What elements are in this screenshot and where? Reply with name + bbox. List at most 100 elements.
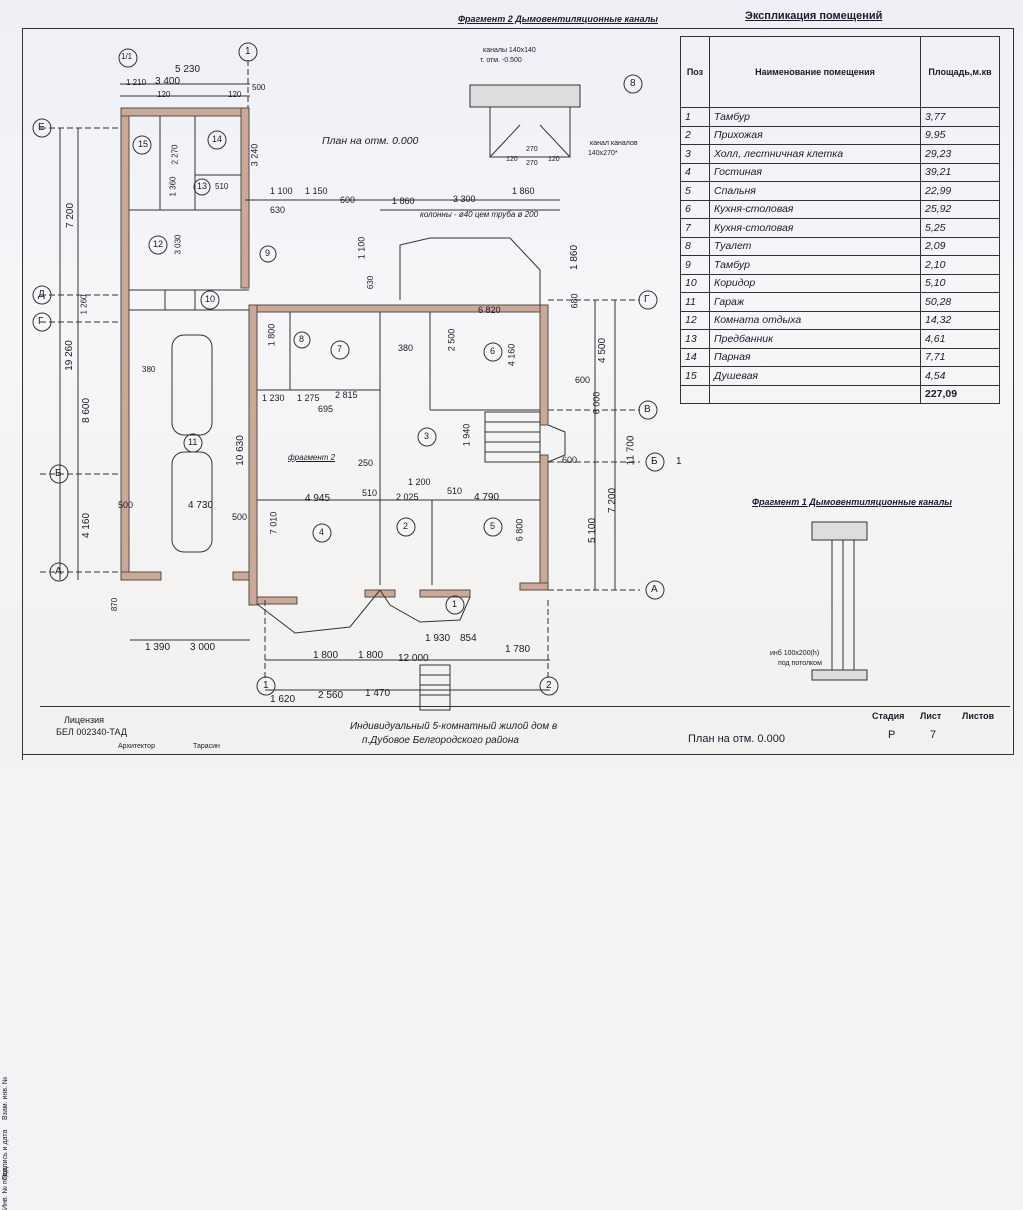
axis-label: 8: [630, 78, 636, 89]
wall: [519, 582, 549, 591]
explication-table: Поз Наименование помещения Площадь,м.кв …: [680, 36, 1000, 404]
dim: 120: [506, 156, 518, 163]
dim: 4 160: [81, 512, 93, 539]
fragment2-ref: фрагмент 2: [288, 453, 336, 462]
row-area: 2,10: [920, 255, 1000, 275]
dim: 500: [232, 512, 248, 522]
dim: 854: [460, 633, 477, 644]
dim: 4 945: [305, 493, 331, 504]
dim: 1 275: [297, 393, 320, 403]
dim: 1 800: [266, 323, 277, 347]
room-number: 5: [490, 521, 496, 531]
total-cell: [709, 384, 921, 404]
room-number: 6: [490, 346, 496, 356]
axis-label: А: [55, 566, 62, 577]
dim: 2 025: [396, 492, 419, 502]
row-pos: 8: [680, 236, 710, 256]
axis-label: Г: [38, 316, 44, 327]
dim: 1 780: [505, 644, 531, 655]
dim: 1 860: [392, 196, 415, 206]
dim: 3 000: [190, 642, 216, 653]
row-pos: 14: [680, 347, 710, 367]
row-name: Холл, лестничная клетка: [709, 144, 921, 164]
row-name: Предбанник: [709, 329, 921, 349]
dim: 11 700: [625, 435, 637, 466]
dim: 1 100: [356, 236, 367, 260]
row-area: 5,10: [920, 273, 1000, 293]
wall: [240, 107, 250, 289]
wall: [120, 571, 162, 581]
row-pos: 9: [680, 255, 710, 275]
col-header: Наименование помещения: [709, 36, 921, 108]
row-name: Коридор: [709, 273, 921, 293]
side-stamp: Инв. № подл. Подпись и дата Взам. инв. №: [0, 520, 23, 1210]
dim: 1 210: [126, 78, 147, 87]
total-area: 227,09: [920, 384, 1000, 404]
dim: 5 100: [587, 517, 599, 544]
license-number: БЕЛ 002340-ТАД: [56, 727, 127, 737]
dim: 5 230: [175, 64, 201, 75]
dim: 19 260: [63, 340, 75, 371]
dim: 1 620: [270, 694, 296, 705]
dim: 1 230: [262, 393, 285, 403]
row-pos: 7: [680, 218, 710, 238]
room-number: 1: [452, 599, 458, 609]
row-name: Гараж: [709, 292, 921, 312]
row-area: 25,92: [920, 199, 1000, 219]
row-pos: 3: [680, 144, 710, 164]
dim: 250: [358, 458, 374, 468]
room-number: 11: [188, 437, 198, 447]
dim: 680: [569, 293, 580, 309]
wall: [539, 304, 549, 426]
dim: 2 815: [335, 390, 358, 400]
columns-note: колонны - ø40 цем труба ø 200: [420, 210, 539, 219]
sheet-value: 7: [930, 729, 937, 741]
dim: 600: [340, 195, 356, 205]
row-name: Тамбур: [709, 255, 921, 275]
plan-title: План на отм. 0.000: [322, 135, 419, 147]
floor-plan-drawing: [32, 42, 868, 711]
dim: 600: [562, 455, 578, 465]
architect-role: Архитектор: [118, 743, 155, 750]
wall: [364, 589, 396, 598]
dim: 380: [398, 343, 414, 353]
car-outline: [171, 334, 213, 436]
dim: 2 270: [170, 144, 180, 165]
fragment2-note: 140х270*: [588, 150, 618, 157]
dim: 870: [110, 597, 120, 612]
axis-label: А: [651, 584, 658, 595]
dim: 4 730: [188, 500, 214, 511]
dim: 6 820: [478, 305, 501, 315]
row-name: Комната отдыха: [709, 310, 921, 330]
room-number: 14: [212, 134, 223, 144]
dim: 2 560: [318, 690, 344, 701]
dim: 3 240: [249, 143, 260, 167]
title-block: Лицензия БЕЛ 002340-ТАД Архитектор Тарас…: [40, 706, 1010, 756]
col-header: Площадь,м.кв: [920, 36, 1000, 108]
dim: 1 150: [305, 186, 328, 196]
row-name: Кухня-столовая: [709, 218, 921, 238]
row-area: 14,32: [920, 310, 1000, 330]
row-pos: 1: [680, 107, 710, 127]
row-pos: 15: [680, 366, 710, 386]
dim: 1 360: [168, 176, 178, 197]
fragment2-title: Фрагмент 2 Дымовентиляционные каналы: [458, 14, 658, 24]
sheet-label: Лист: [920, 711, 942, 721]
row-name: Прихожая: [709, 125, 921, 145]
room-number: 13: [197, 181, 208, 191]
axis-label: Г: [644, 294, 650, 305]
row-area: 22,99: [920, 181, 1000, 201]
dim: 2 500: [446, 328, 457, 352]
axis-label: 1/1: [121, 52, 133, 61]
row-pos: 2: [680, 125, 710, 145]
fragment2-note: каналы 140х140: [483, 47, 536, 54]
row-pos: 12: [680, 310, 710, 330]
dim: 510: [215, 182, 229, 191]
explication-title: Экспликация помещений: [745, 10, 883, 22]
